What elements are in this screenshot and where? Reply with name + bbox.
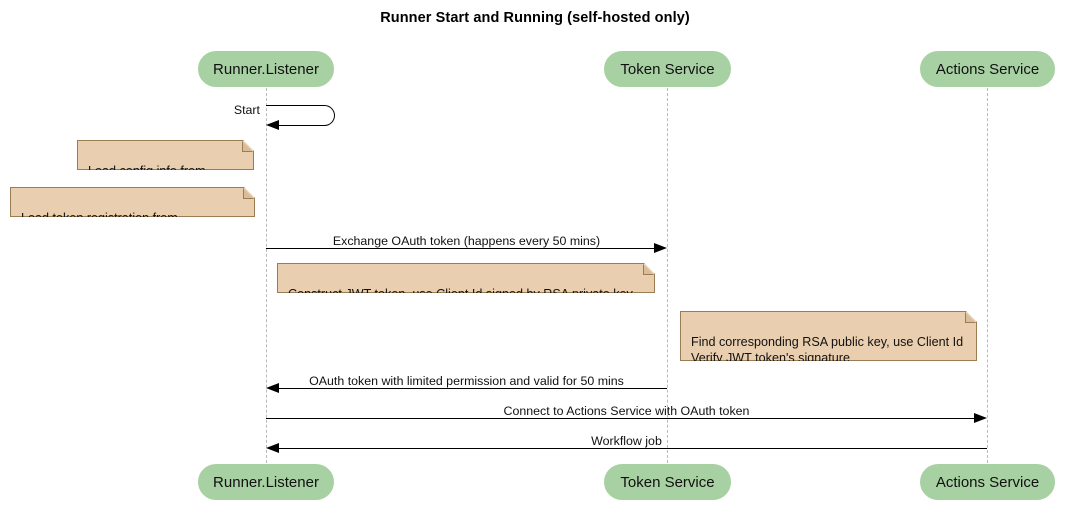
message-line-connect-actions-service [266, 418, 974, 419]
message-label-workflow-job: Workflow job [591, 434, 662, 448]
note-load-token-registration: Load token registration from .credential… [10, 187, 255, 217]
note-load-token-registration-text: Load token registration from .credential… [21, 211, 178, 241]
message-arrowhead-exchange-oauth-token [654, 242, 667, 253]
diagram-title: Runner Start and Running (self-hosted on… [380, 10, 690, 26]
message-arrowhead-connect-actions-service [974, 412, 987, 423]
message-arrowhead-workflow-job [266, 442, 279, 453]
message-start-selfloop [266, 105, 335, 130]
message-arrowhead-oauth-token-returned [266, 382, 279, 393]
message-line-workflow-job [278, 448, 987, 449]
note-dogear-icon [242, 141, 253, 152]
note-dogear-icon [643, 264, 654, 275]
note-construct-jwt-token-text: Construct JWT token, use Client Id signe… [288, 287, 633, 301]
note-construct-jwt-token: Construct JWT token, use Client Id signe… [277, 263, 655, 293]
selfloop-top-segment [266, 105, 323, 106]
selfloop-bottom-segment [278, 125, 323, 126]
selfloop-cap [322, 105, 335, 126]
message-label-connect-actions-service: Connect to Actions Service with OAuth to… [503, 404, 750, 418]
participant-foot-token[interactable]: Token Service [604, 464, 731, 500]
participant-head-runner[interactable]: Runner.Listener [198, 51, 334, 87]
participant-head-token[interactable]: Token Service [604, 51, 731, 87]
message-line-exchange-oauth-token [266, 248, 654, 249]
participant-foot-actions[interactable]: Actions Service [920, 464, 1055, 500]
note-verify-jwt-signature-text: Find corresponding RSA public key, use C… [691, 335, 964, 365]
selfloop-arrowhead [266, 120, 279, 130]
note-dogear-icon [243, 188, 254, 199]
lifeline-token [667, 88, 668, 463]
note-load-config: Load config info from .runner [77, 140, 254, 170]
note-verify-jwt-signature: Find corresponding RSA public key, use C… [680, 311, 977, 361]
message-label-start: Start [233, 103, 260, 117]
message-label-oauth-token-returned: OAuth token with limited permission and … [309, 374, 624, 388]
participant-head-actions[interactable]: Actions Service [920, 51, 1055, 87]
message-line-oauth-token-returned [278, 388, 667, 389]
note-dogear-icon [965, 312, 976, 323]
message-label-exchange-oauth-token: Exchange OAuth token (happens every 50 m… [332, 234, 601, 248]
lifeline-actions [987, 88, 988, 463]
participant-foot-runner[interactable]: Runner.Listener [198, 464, 334, 500]
lifeline-runner [266, 88, 267, 463]
